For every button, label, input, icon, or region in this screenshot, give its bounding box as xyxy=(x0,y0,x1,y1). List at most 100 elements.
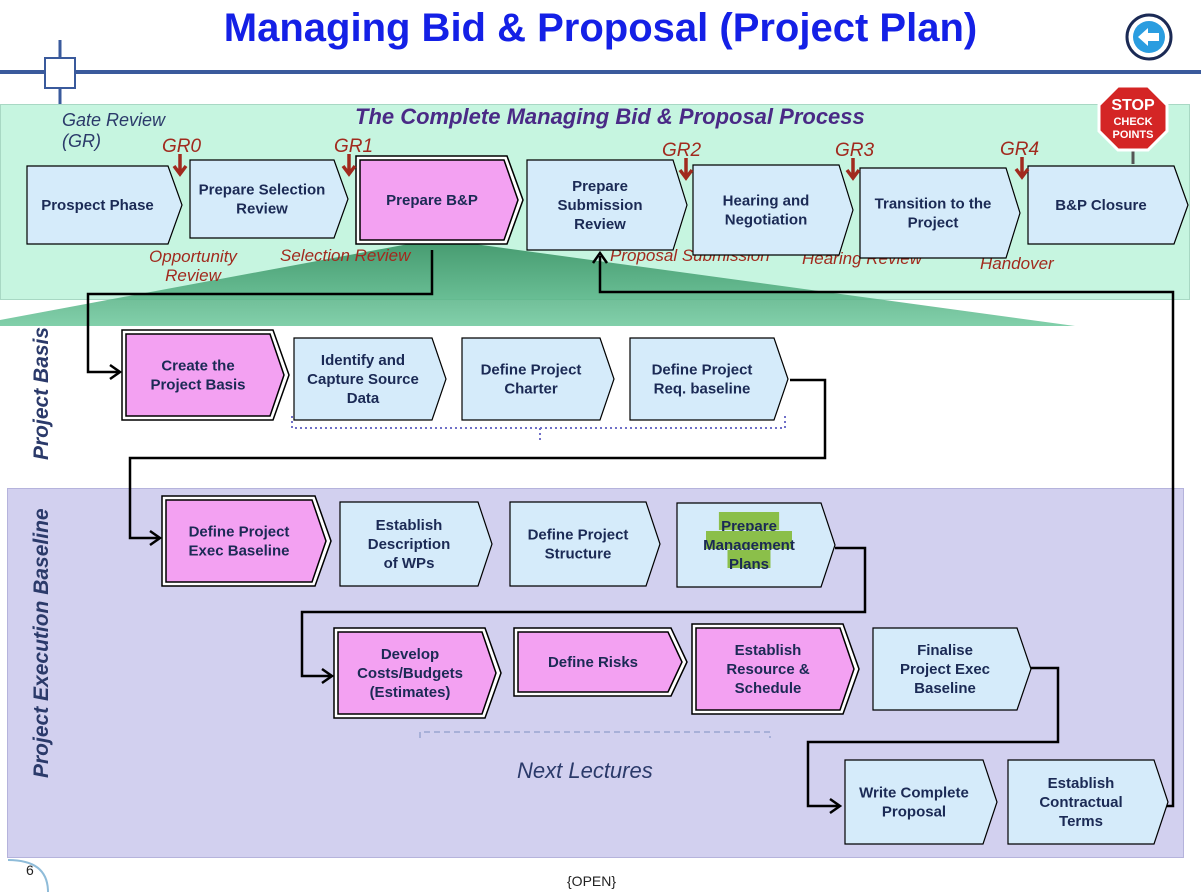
review-label-0: Opportunity Review xyxy=(149,247,237,285)
box-label: Structure xyxy=(545,546,612,563)
page-number: 6 xyxy=(26,862,34,878)
box-label: Costs/Budgets xyxy=(357,665,463,682)
box-label: Define Project xyxy=(481,362,582,379)
box-label: Finalise xyxy=(917,642,973,659)
connector-line-4 xyxy=(598,256,1175,808)
box-label: of WPs xyxy=(384,555,435,572)
process-box-0[interactable]: Prospect Phase xyxy=(26,165,183,245)
process-box-2[interactable]: Prepare B&P xyxy=(355,155,524,245)
gate-label-gr1: GR1 xyxy=(334,136,374,157)
text-highlight xyxy=(727,550,771,568)
box-label: Review xyxy=(574,216,626,233)
box-label: Proposal xyxy=(882,804,946,821)
box-label: B&P Closure xyxy=(1055,197,1146,214)
box-label: Hearing and xyxy=(723,193,810,210)
box-label: Submission xyxy=(557,197,642,214)
zoom-wedge xyxy=(0,240,1075,326)
box-label: Data xyxy=(347,390,380,407)
stop-text-3: POINTS xyxy=(1113,129,1154,141)
next-lectures-brace xyxy=(419,731,771,738)
box-label: Resource & xyxy=(726,661,810,678)
box-label: Project Exec xyxy=(900,661,990,678)
box-label: Establish xyxy=(376,517,443,534)
box-label: Write Complete xyxy=(859,785,969,802)
box-label: Description xyxy=(368,536,451,553)
box-label: Schedule xyxy=(735,680,802,697)
text-highlight xyxy=(718,512,780,530)
gate-arrow-icon xyxy=(172,154,188,177)
box-label: Management xyxy=(703,537,795,554)
connector-line-1 xyxy=(128,378,827,540)
box-label: Create the xyxy=(161,358,234,375)
box-label: Define Risks xyxy=(548,654,638,671)
box-label: Develop xyxy=(381,646,439,663)
box-label: Negotiation xyxy=(725,212,808,229)
box-label: Capture Source xyxy=(307,371,419,388)
gate-review-label: Gate Review (GR) xyxy=(62,110,166,151)
stop-text-1: STOP xyxy=(1111,97,1155,114)
connector-arrow-3 xyxy=(829,797,843,815)
back-arrow-button[interactable] xyxy=(1124,12,1174,62)
box-label: Terms xyxy=(1059,813,1103,830)
box-label: Define Project xyxy=(189,524,290,541)
box-label: Identify and xyxy=(321,352,405,369)
box-label: Prepare Selection xyxy=(199,182,326,199)
process-subtitle: The Complete Managing Bid & Proposal Pro… xyxy=(355,104,865,129)
gate-arrow-icon xyxy=(678,158,694,181)
box-label: Prospect Phase xyxy=(41,197,154,214)
stop-sign-icon: STOP CHECK POINTS xyxy=(1097,84,1169,164)
box-label: (Estimates) xyxy=(370,684,451,701)
connector-arrow-1 xyxy=(149,529,163,547)
box-label: Project Basis xyxy=(150,377,245,394)
box-label: Contractual xyxy=(1039,794,1122,811)
box-label: Exec Baseline xyxy=(189,543,290,560)
connector-line-3 xyxy=(806,666,1060,808)
box-label: Req. baseline xyxy=(654,381,751,398)
stop-text-2: CHECK xyxy=(1113,116,1152,128)
box-label: Establish xyxy=(735,642,802,659)
review-label-4: Handover xyxy=(980,254,1054,273)
review-label-1: Selection Review xyxy=(280,246,411,265)
box-label: Prepare xyxy=(721,518,777,535)
box-label: Prepare B&P xyxy=(386,192,478,209)
page-number-badge xyxy=(8,859,49,892)
gate-label-gr3: GR3 xyxy=(835,140,875,161)
connector-line-2 xyxy=(300,546,867,678)
text-highlight xyxy=(706,531,792,549)
basis-brace xyxy=(291,416,786,429)
connector-arrow-0 xyxy=(109,363,123,381)
box-label: Project xyxy=(908,215,959,232)
exec-box-2-1[interactable]: Define Risks xyxy=(513,627,688,697)
connector-line-0 xyxy=(86,250,434,374)
box-label: Baseline xyxy=(914,680,976,697)
box-label: Prepare xyxy=(572,178,628,195)
box-label: Define Project xyxy=(528,527,629,544)
gate-label-gr0: GR0 xyxy=(162,136,202,157)
crosshair-icon xyxy=(44,40,76,110)
process-box-6[interactable]: B&P Closure xyxy=(1027,165,1189,245)
box-label: Charter xyxy=(504,381,558,398)
title-divider xyxy=(0,70,1201,74)
gate-arrow-icon xyxy=(341,154,357,177)
box-label: Plans xyxy=(729,556,769,573)
gate-label-gr4: GR4 xyxy=(1000,139,1040,160)
gate-arrow-icon xyxy=(1014,157,1030,180)
